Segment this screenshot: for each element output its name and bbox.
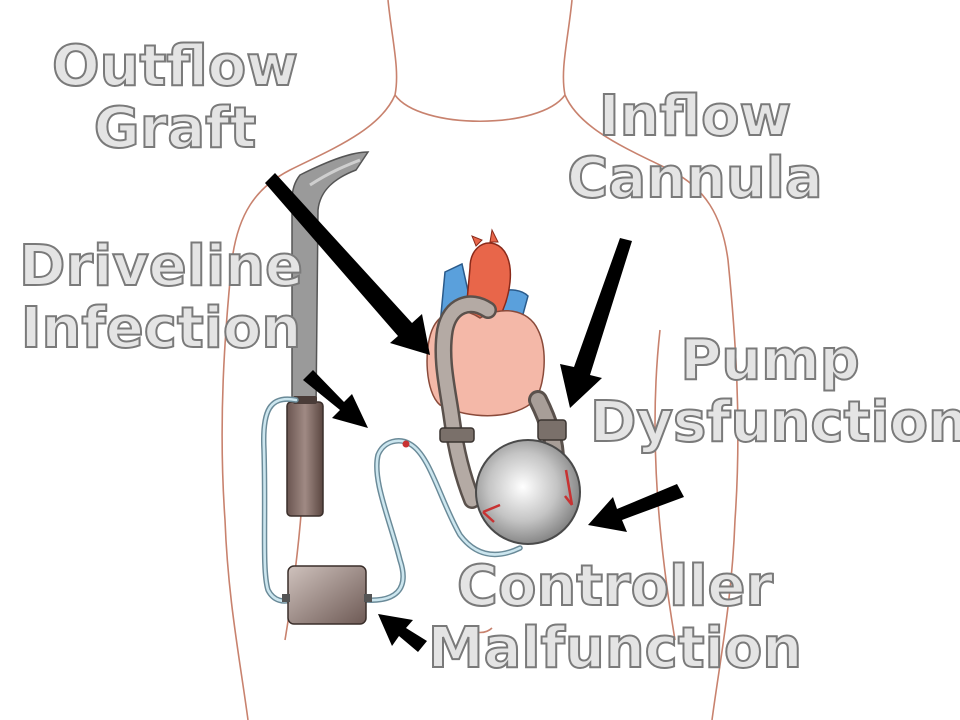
arrow-pump bbox=[588, 484, 684, 532]
outflow-graft-tube bbox=[434, 295, 497, 509]
label-driveline-infection-line2: Infection bbox=[20, 296, 303, 361]
pointer-arrows bbox=[265, 173, 684, 652]
label-controller-malfunction-line2: Malfunction bbox=[427, 616, 803, 681]
arrow-controller bbox=[378, 614, 427, 652]
label-pump-dysfunction: Pump Dysfunction bbox=[589, 328, 960, 455]
label-driveline-infection-line1: Driveline bbox=[18, 234, 304, 299]
label-inflow-cannula-line1: Inflow bbox=[598, 84, 792, 149]
pump-icon bbox=[475, 439, 581, 545]
label-driveline-infection: Driveline Infection bbox=[16, 234, 306, 361]
arrow-outflow-graft bbox=[265, 173, 430, 355]
battery-pack-icon bbox=[286, 396, 324, 517]
label-pump-dysfunction-line1: Pump bbox=[679, 328, 860, 393]
controller-icon bbox=[282, 565, 372, 625]
label-outflow-graft: Outflow Graft bbox=[40, 34, 310, 161]
label-inflow-cannula-line2: Cannula bbox=[566, 146, 823, 211]
label-inflow-cannula: Inflow Cannula bbox=[560, 84, 830, 211]
arrow-driveline bbox=[303, 370, 368, 428]
label-outflow-graft-line2: Graft bbox=[93, 96, 258, 161]
label-outflow-graft-line1: Outflow bbox=[51, 34, 299, 99]
arrow-inflow-cannula bbox=[560, 238, 632, 408]
label-controller-malfunction-line1: Controller bbox=[456, 554, 774, 619]
label-pump-dysfunction-line2: Dysfunction bbox=[589, 390, 960, 455]
label-controller-malfunction: Controller Malfunction bbox=[425, 554, 805, 681]
